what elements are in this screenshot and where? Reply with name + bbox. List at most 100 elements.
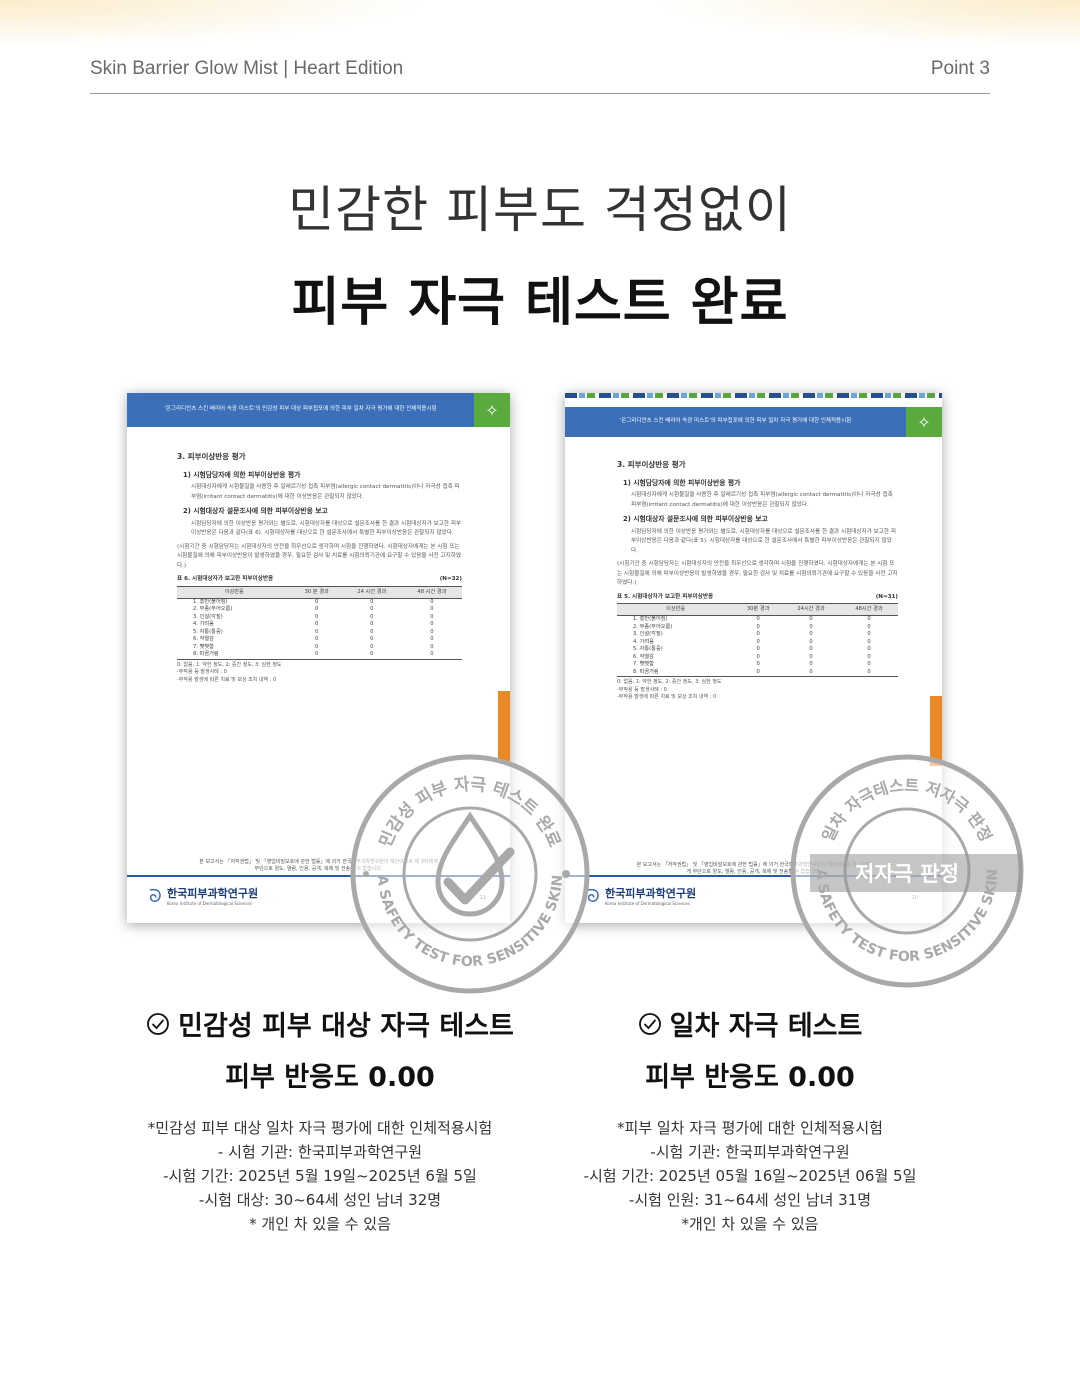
- table-cell: 0: [809, 631, 813, 638]
- table-row: 7. 뻣뻣함 0 0 0: [177, 644, 462, 652]
- caption-title-text: 민감성 피부 대상 자극 테스트: [178, 1011, 514, 1042]
- caption-right: 일차 자극 테스트 피부 반응도 0.00: [540, 1004, 960, 1094]
- table-cell: 2. 부종(부어오름): [633, 623, 673, 630]
- report-title: '온그리디언츠 스킨 배리어 속광 미스트'의 민감성 피부 대상 피부첩포에 …: [127, 393, 474, 427]
- report-body: 3. 피부이상반응 평가 1) 시험담당자에 의한 피부이상반응 평가 시험대상…: [177, 451, 462, 684]
- table-cell: 0: [809, 653, 813, 660]
- table-cell: 0: [370, 643, 374, 650]
- institute-logo-icon: ᘐ: [587, 886, 600, 907]
- table-cell: 0: [370, 621, 374, 628]
- table-cell: 0: [867, 646, 871, 653]
- table-cell: 0: [756, 653, 760, 660]
- test-details-left: *민감성 피부 대상 일차 자극 평가에 대한 인체적용시험 - 시험 기관: …: [100, 1116, 540, 1236]
- report-bottom: ᘐ 한국피부과학연구원 Korea Institute of Dermatolo…: [127, 875, 510, 923]
- table-cell: 0: [315, 628, 319, 635]
- table-n: (N=32): [439, 576, 462, 583]
- seal-center-text: 저자극 판정: [855, 862, 959, 886]
- test-details-right: *피부 일차 자극 평가에 대한 인체적용시험 -시험 기관: 한국피부과학연구…: [540, 1116, 960, 1236]
- institute-logo: ᘐ 한국피부과학연구원 Korea Institute of Dermatolo…: [587, 885, 696, 909]
- check-icon: [443, 847, 515, 905]
- table-cell: 6. 작열감: [193, 636, 214, 643]
- table-cell: 0: [430, 598, 434, 605]
- table-cell: 5. 자통(통증): [193, 628, 223, 635]
- report-table-title: 표 5. 시험대상자가 보고한 피부이상반응 (N=31): [617, 593, 898, 603]
- table-cell: 7. 뻣뻣함: [633, 661, 654, 668]
- caption-result: 피부 반응도 0.00: [645, 1062, 855, 1093]
- point-label: Point 3: [930, 58, 990, 79]
- table-header: 48시간 경과: [840, 603, 898, 617]
- report-section: 3. 피부이상반응 평가: [177, 452, 246, 461]
- table-n: (N=31): [875, 593, 898, 600]
- table-cell: 0: [315, 643, 319, 650]
- report-sub-2: 2) 시험대상자 설문조사에 의한 피부이상반응 보고: [183, 507, 328, 516]
- table-cell: 0: [756, 661, 760, 668]
- table-cell: 3. 인설(각질): [193, 613, 223, 620]
- report-footer: 본 보고서는 「저작권법」 및 「영업비밀보호에 관한 법률」에 의거 한국피부…: [199, 859, 438, 872]
- table-cell: 7. 뻣뻣함: [193, 643, 214, 650]
- detail-line: -시험 인원: 31~64세 성인 남녀 31명: [628, 1191, 872, 1209]
- report-para-2: 시험담당자에 의한 이상반응 평가와는 별도로, 시험대상자를 대상으로 설문조…: [191, 520, 462, 537]
- table-cell: 0: [430, 606, 434, 613]
- headline-line-2: 피부 자극 테스트 완료: [291, 273, 789, 333]
- detail-line: *피부 일차 자극 평가에 대한 인체적용시험: [617, 1119, 883, 1137]
- caption-result: 피부 반응도 0.00: [225, 1062, 435, 1093]
- detail-line: -시험 기간: 2025년 5월 19일~2025년 6월 5일: [163, 1167, 477, 1185]
- report-table-title: 표 6. 시험대상자가 보고한 피부이상반응 (N=32): [177, 575, 462, 585]
- table-cell: 0: [756, 616, 760, 623]
- table-cell: 0: [809, 623, 813, 630]
- detail-line: *개인 차 있을 수 있음: [681, 1215, 819, 1233]
- caption-title: 일차 자극 테스트: [540, 1004, 960, 1043]
- institute-name: 한국피부과학연구원: [167, 887, 259, 901]
- table-cell: 0: [370, 598, 374, 605]
- report-note: 0: 없음, 1: 약한 정도, 2: 중간 정도, 3: 심한 정도 -부작용…: [177, 661, 282, 683]
- table-cell: 1. 홍반(붉어짐): [193, 598, 228, 605]
- report-note: 0: 없음, 1: 약한 정도, 2: 중간 정도, 3: 심한 정도 -부작용…: [617, 679, 722, 701]
- table-header: 24시간 경과: [782, 603, 841, 617]
- table-cell: 0: [809, 638, 813, 645]
- table-cell: 0: [315, 636, 319, 643]
- table-cell: 2. 부종(부어오름): [193, 606, 233, 613]
- table-cell: 3. 인설(각질): [633, 631, 663, 638]
- table-cell: 0: [430, 643, 434, 650]
- table-cell: 0: [756, 646, 760, 653]
- report-primary-irritation: '온그리디언츠 스킨 배리어 속광 미스트'의 피부첩포에 의한 피부 일차 자…: [565, 393, 942, 923]
- report-body: 3. 피부이상반응 평가 1) 시험담당자에 의한 피부이상반응 평가 시험대상…: [617, 459, 898, 702]
- table-header: 30분 경과: [734, 603, 783, 617]
- table-cell: 0: [430, 628, 434, 635]
- header-stripes: [565, 393, 942, 398]
- table-title-text: 표 5. 시험대상자가 보고한 피부이상반응: [617, 593, 714, 600]
- report-para-3: (시험기간 중 시험담당자는 시험대상자의 안전을 최우선으로 생각하며 시험을…: [617, 561, 898, 587]
- detail-line: *민감성 피부 대상 일차 자극 평가에 대한 인체적용시험: [147, 1119, 493, 1137]
- table-cell: 0: [430, 621, 434, 628]
- detail-line: -시험 기간: 2025년 05월 16일~2025년 06월 5일: [583, 1167, 917, 1185]
- report-header: '온그리디언츠 스킨 배리어 속광 미스트'의 민감성 피부 대상 피부첩포에 …: [127, 393, 510, 427]
- table-header: 이상반응: [177, 585, 292, 599]
- table-cell: 4. 가려움: [633, 638, 654, 645]
- detail-line: -시험 기관: 한국피부과학연구원: [650, 1143, 850, 1161]
- report-bottom: ᘐ 한국피부과학연구원 Korea Institute of Dermatolo…: [565, 875, 942, 923]
- seal-graphic: 민감성 피부 자극 테스트 완료 A SAFETY TEST FOR SENSI…: [350, 754, 590, 994]
- table-cell: 0: [734, 668, 783, 678]
- table-cell: 8. 따끔거림: [177, 651, 292, 660]
- report-sub-1: 1) 시험담당자에 의한 피부이상반응 평가: [183, 470, 301, 479]
- orange-tab: [498, 691, 510, 761]
- table-cell: 0: [315, 613, 319, 620]
- table-cell: 0: [867, 616, 871, 623]
- headline-line-1: 민감한 피부도 걱정없이: [288, 181, 792, 239]
- institute-logo-icon: ᘐ: [149, 886, 162, 907]
- product-name: Skin Barrier Glow Mist | Heart Edition: [90, 58, 404, 79]
- report-sub-1: 1) 시험담당자에 의한 피부이상반응 평가: [623, 478, 741, 487]
- table-cell: 0: [867, 638, 871, 645]
- table-cell: 6. 작열감: [633, 653, 654, 660]
- report-footer: 본 보고서는 「저작권법」 및 「영업비밀보호에 관한 법률」에 의거 한국피부…: [636, 862, 871, 875]
